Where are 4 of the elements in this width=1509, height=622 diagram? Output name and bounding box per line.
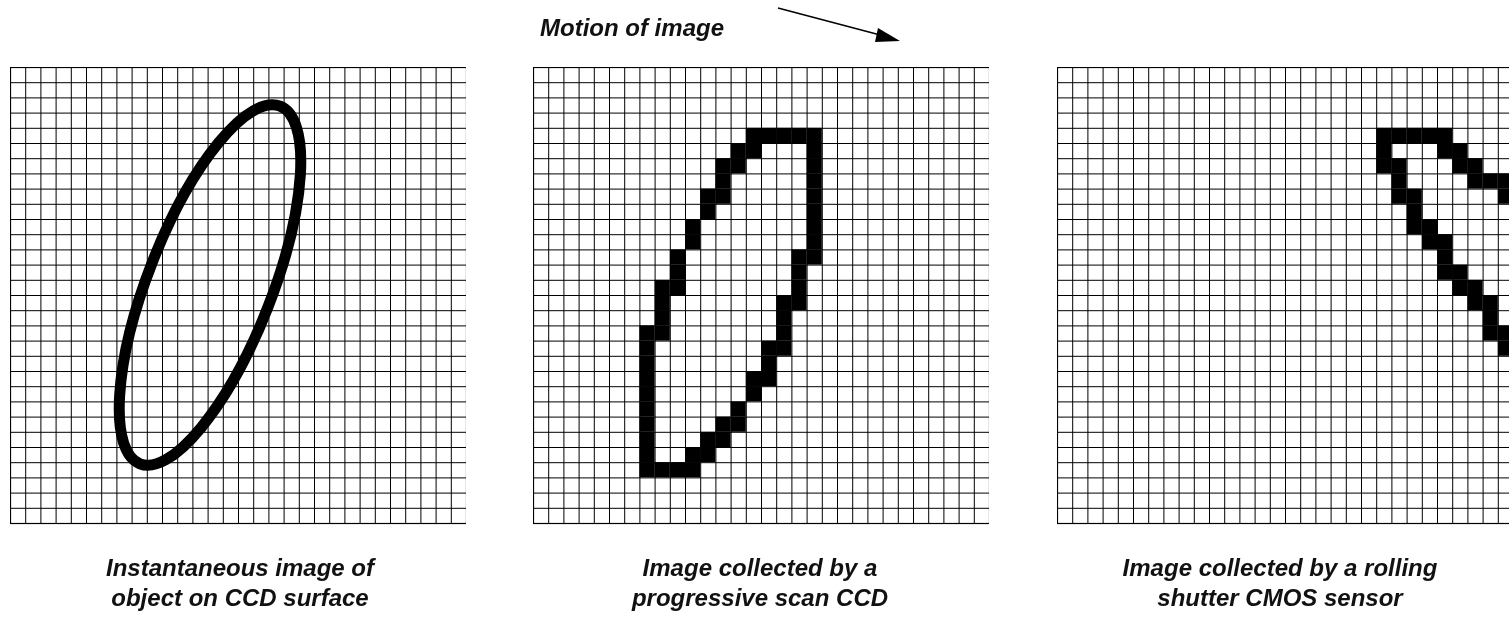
panel-caption: Instantaneous image of object on CCD surface <box>104 553 377 613</box>
panel-caption: Image collected by a rolling shutter CMOS sensor <box>1121 553 1439 613</box>
motion-label: Motion of image <box>540 13 724 43</box>
panel-caption: Image collected by a progressive scan CCD <box>630 553 890 613</box>
